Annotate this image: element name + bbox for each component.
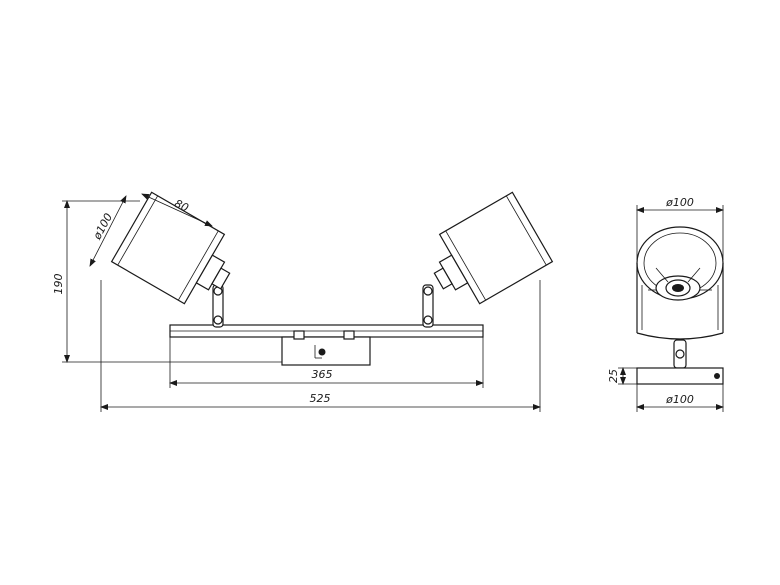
dim-height-label: 190 <box>52 274 65 295</box>
dim-top-diameter: ø100 <box>636 196 724 260</box>
dim-total-width: 525 <box>100 280 541 412</box>
dim-bottom-diameter-label: ø100 <box>665 393 694 406</box>
dim-base-width: 365 <box>169 337 484 388</box>
side-shade <box>636 226 724 340</box>
dim-total-width-label: 525 <box>310 392 331 405</box>
side-base <box>636 367 724 385</box>
front-view: 525 365 190 ø100 80 <box>52 191 554 412</box>
dim-shade-depth-label: 80 <box>172 197 190 215</box>
dim-shade-diameter-label: ø100 <box>90 211 115 242</box>
dim-bottom-diameter: ø100 <box>636 384 724 412</box>
right-arm <box>422 284 434 328</box>
dim-base-height-label: 25 <box>607 369 620 383</box>
dim-base-height: 25 <box>607 367 637 385</box>
dim-shade-depth: 80 <box>141 193 213 227</box>
dim-base-width-label: 365 <box>312 368 333 381</box>
right-spot-shade <box>433 191 554 305</box>
side-view: ø100 ø100 25 <box>607 196 724 412</box>
screw-icon <box>318 348 326 356</box>
side-arm <box>673 339 687 369</box>
dim-height: 190 <box>52 200 282 363</box>
left-arm <box>212 284 224 328</box>
dim-top-diameter-label: ø100 <box>665 196 694 209</box>
mounting-box <box>281 330 371 366</box>
